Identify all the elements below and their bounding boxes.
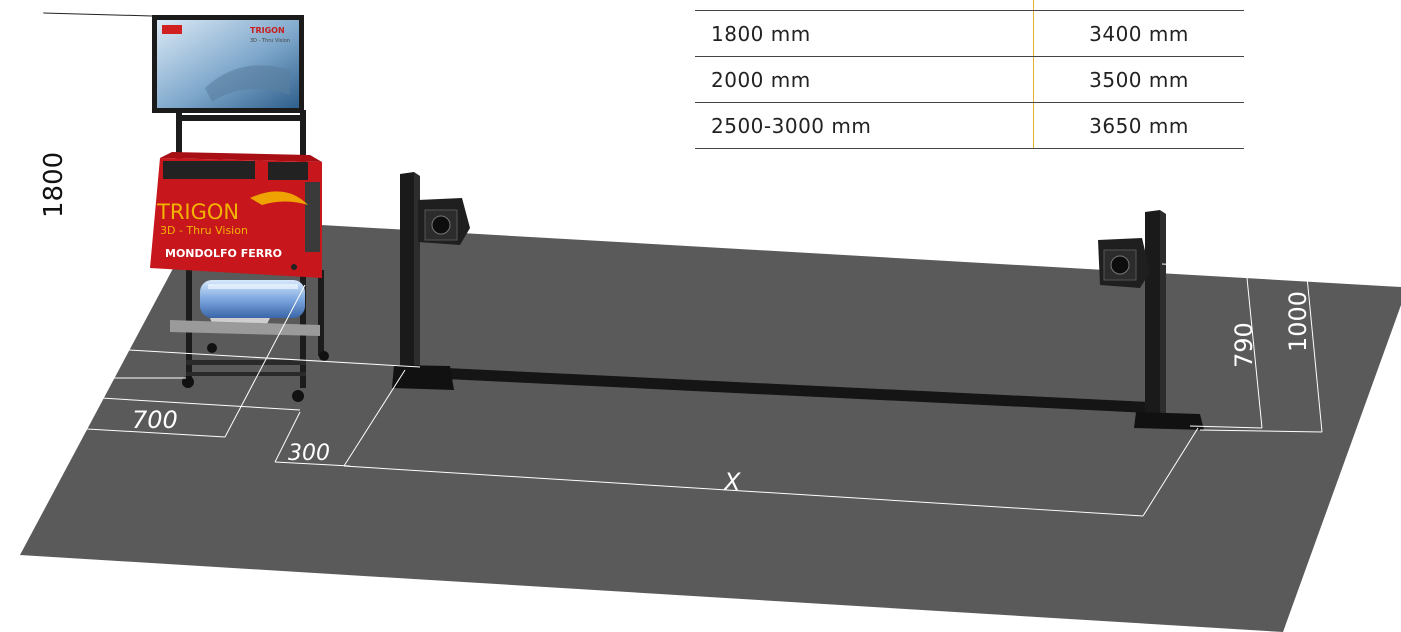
distance-cell: 3400 mm xyxy=(1033,10,1244,57)
label-span: X xyxy=(722,468,741,496)
console-keyboard xyxy=(163,161,255,179)
wheelbase-cell: 1800 mm xyxy=(695,10,1034,57)
console-tagline: 3D - Thru Vision xyxy=(160,224,248,237)
spec-table: 1800 mm 3400 mm 2000 mm 3500 mm 2500-300… xyxy=(695,0,1244,149)
left-post xyxy=(392,172,454,390)
label-upper-height: 1000 xyxy=(1284,291,1312,352)
label-lower-height: 790 xyxy=(1230,322,1258,368)
screen-logo xyxy=(162,25,182,34)
printer xyxy=(170,280,320,336)
console-cabinet: TRIGON 3D - Thru Vision MONDOLFO FERRO xyxy=(150,152,322,278)
screen-brand: TRIGON xyxy=(250,26,285,35)
dimension-lines xyxy=(17,12,1323,517)
label-offset: 300 xyxy=(288,441,330,466)
spec-table-header xyxy=(695,0,1244,11)
distance-cell: 3650 mm xyxy=(1033,102,1244,149)
floor-rail xyxy=(425,367,1150,413)
label-total-height: 1800 xyxy=(39,152,69,218)
distance-cell: 3500 mm xyxy=(1033,56,1244,103)
right-post xyxy=(1134,210,1204,430)
floor xyxy=(20,218,1401,632)
console-vent xyxy=(305,182,320,252)
spec-row-3: 2500-3000 mm 3650 mm xyxy=(695,102,1244,149)
spec-row-2: 2000 mm 3500 mm xyxy=(695,56,1244,103)
wheelbase-cell: 2000 mm xyxy=(695,56,1034,103)
right-camera-head xyxy=(1098,238,1150,288)
console-display xyxy=(268,162,308,180)
console-brand: TRIGON xyxy=(156,200,239,224)
left-camera-head xyxy=(418,198,470,245)
monitor: TRIGON 3D - Thru Vision xyxy=(152,15,304,113)
label-width: 700 xyxy=(132,406,178,434)
wheelbase-cell: 2500-3000 mm xyxy=(695,102,1034,149)
spec-row-1: 1800 mm 3400 mm xyxy=(695,10,1244,57)
console-maker: MONDOLFO FERRO xyxy=(165,247,282,260)
screen-tagline: 3D - Thru Vision xyxy=(250,38,290,44)
